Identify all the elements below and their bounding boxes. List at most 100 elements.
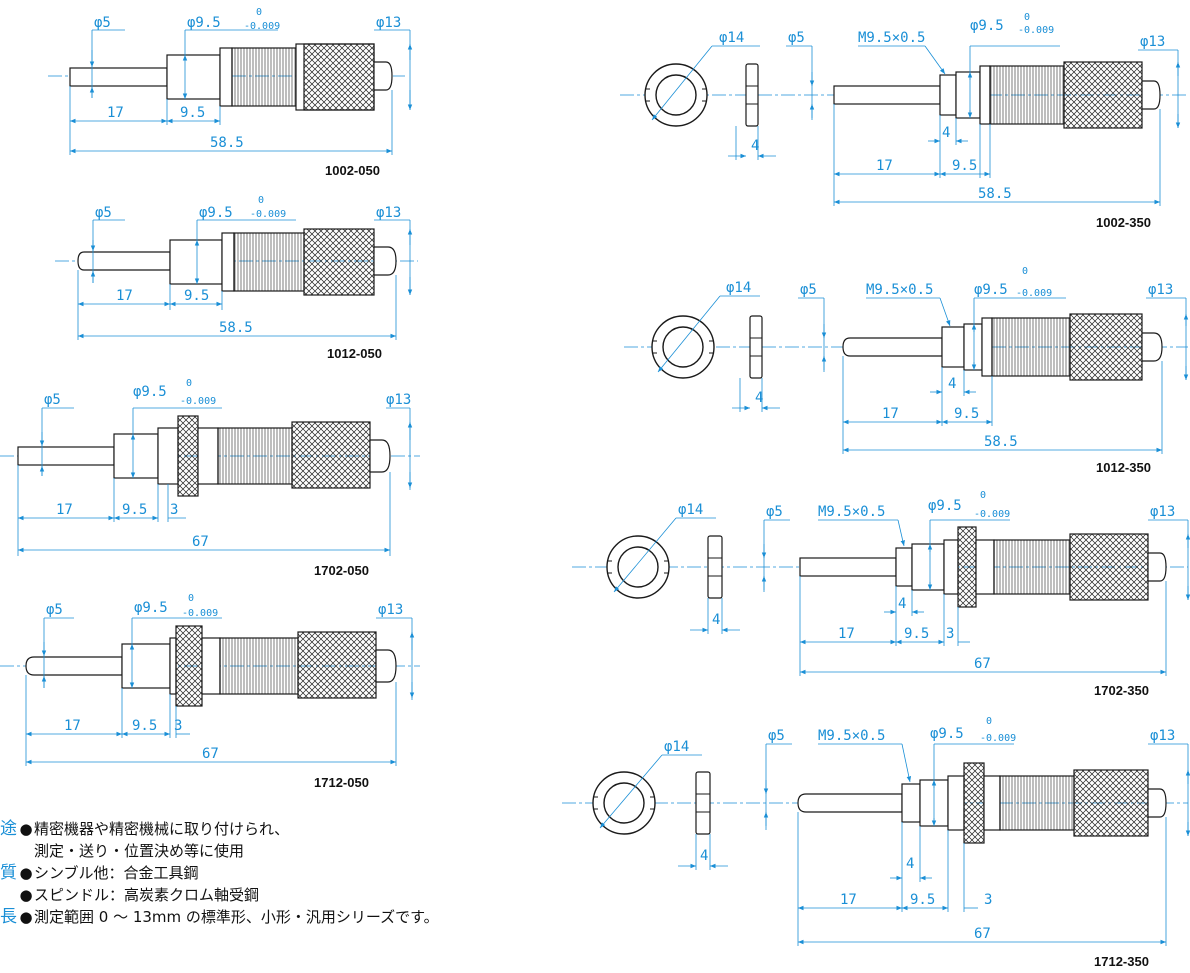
usage-row-2: 測定・送り・位置決め等に使用	[0, 840, 640, 862]
dim-l2: 9.5	[184, 288, 209, 304]
dim-nut-width: 4	[755, 390, 763, 406]
dim-nut-dia: φ14	[719, 30, 744, 46]
tol-upper: 0	[980, 490, 986, 501]
dim-l1: 17	[876, 158, 893, 174]
dim-nut-width: 4	[700, 848, 708, 864]
bullet-icon: ●	[19, 908, 33, 926]
feature-line-1: 測定範囲 0 〜 13mm の標準形、小形・汎用シリーズです。	[34, 908, 439, 926]
bullet-icon: ●	[19, 886, 33, 904]
material-line-2: スピンドル：高炭素クロム軸受鋼	[34, 886, 260, 904]
dim-thimble-dia: φ13	[378, 602, 403, 618]
dim-sleeve-dia: φ9.5	[133, 384, 167, 400]
dim-thimble-dia: φ13	[1150, 728, 1175, 744]
lock-nut-side	[749, 315, 763, 379]
lock-nut-side	[707, 535, 723, 599]
part-label: 1702-050	[314, 563, 369, 578]
dim-thimble-dia: φ13	[1140, 34, 1165, 50]
material-line-1: シンブル他：合金工具鋼	[34, 864, 199, 882]
micrometer-1002-350: φ14 4 φ5 M9.5×0.5 φ9.5 0 -0.009 φ13 4 17…	[620, 12, 1188, 230]
micrometer-1712-350: φ14 4 φ5 M9.5×0.5 φ9.5 0 -0.009 φ13 4 17…	[562, 716, 1190, 969]
dim-l2: 9.5	[122, 502, 147, 518]
dim-spindle-dia: φ5	[788, 30, 805, 46]
dim-l3: 3	[946, 626, 954, 642]
part-label: 1712-350	[1094, 954, 1149, 969]
micrometer-1712-050: φ5 φ9.5 0 -0.009 φ13 17 9.5 3 67 1712-05…	[0, 593, 420, 790]
lock-nut-side	[745, 63, 759, 127]
tol-upper: 0	[186, 378, 192, 389]
tol-upper: 0	[258, 195, 264, 206]
tol-lower: -0.009	[244, 21, 280, 32]
dim-sleeve-dia: φ9.5	[928, 498, 962, 514]
dim-l1: 17	[116, 288, 133, 304]
dim-l1: 17	[838, 626, 855, 642]
lock-nut-side	[695, 771, 711, 835]
spec-notes: 途 ● 精密機器や精密機械に取り付けられ、 測定・送り・位置決め等に使用 質 ●…	[0, 818, 640, 928]
micrometer-1012-050: φ5 φ9.5 0 -0.009 φ13 17 9.5 58.5 1012-05…	[55, 195, 418, 361]
dim-l1: 17	[882, 406, 899, 422]
dim-sleeve-dia: φ9.5	[970, 18, 1004, 34]
dim-thimble-dia: φ13	[376, 205, 401, 221]
dim-total: 67	[974, 926, 991, 942]
dim-l3: 3	[174, 718, 182, 734]
dim-thread: M9.5×0.5	[866, 282, 933, 298]
micrometer-1012-350: φ14 4 φ5 M9.5×0.5 φ9.5 0 -0.009 φ13 4 17…	[624, 266, 1189, 475]
usage-line-2: 測定・送り・位置決め等に使用	[34, 842, 245, 860]
tol-lower: -0.009	[980, 733, 1016, 744]
dim-spindle-dia: φ5	[95, 205, 112, 221]
part-label: 1012-350	[1096, 460, 1151, 475]
dim-nut-dia: φ14	[664, 739, 689, 755]
dim-spindle-dia: φ5	[44, 392, 61, 408]
dim-sleeve-dia: φ9.5	[134, 600, 168, 616]
micrometer-1702-350: φ14 4 φ5 M9.5×0.5 φ9.5 0 -0.009 φ13 4 17…	[572, 490, 1190, 698]
material-row-2: ● スピンドル：高炭素クロム軸受鋼	[0, 884, 640, 906]
tol-upper: 0	[1022, 266, 1028, 277]
dim-thimble-dia: φ13	[1150, 504, 1175, 520]
bullet-icon: ●	[19, 864, 33, 882]
dim-l2: 9.5	[132, 718, 157, 734]
dim-spindle-dia: φ5	[46, 602, 63, 618]
dim-l2: 9.5	[180, 105, 205, 121]
tol-lower: -0.009	[974, 509, 1010, 520]
feature-tag: 長	[0, 907, 17, 927]
dim-total: 58.5	[984, 434, 1018, 450]
dim-total: 67	[974, 656, 991, 672]
dim-spindle-dia: φ5	[768, 728, 785, 744]
dim-nut-dia: φ14	[678, 502, 703, 518]
dim-l1: 17	[107, 105, 124, 121]
dim-sleeve-dia: φ9.5	[187, 15, 221, 31]
part-label: 1702-350	[1094, 683, 1149, 698]
tol-upper: 0	[188, 593, 194, 604]
dim-nut-dia: φ14	[726, 280, 751, 296]
dim-thread: M9.5×0.5	[818, 728, 885, 744]
tol-lower: -0.009	[1016, 288, 1052, 299]
micrometer-1702-050: φ5 φ9.5 0 -0.009 φ13 17 9.5 3 67 1702-05…	[0, 378, 420, 578]
dim-total: 58.5	[978, 186, 1012, 202]
material-tag: 質	[0, 863, 17, 883]
dim-l2: 9.5	[954, 406, 979, 422]
tol-lower: -0.009	[250, 209, 286, 220]
tol-lower: -0.009	[182, 608, 218, 619]
dim-thimble-dia: φ13	[1148, 282, 1173, 298]
tol-lower: -0.009	[180, 396, 216, 407]
dim-sleeve-dia: φ9.5	[199, 205, 233, 221]
part-label: 1002-350	[1096, 215, 1151, 230]
material-row: 質 ● シンブル他：合金工具鋼	[0, 862, 640, 884]
dim-l2: 9.5	[904, 626, 929, 642]
usage-tag: 途	[0, 819, 17, 839]
dim-sleeve-dia: φ9.5	[974, 282, 1008, 298]
dim-thread: M9.5×0.5	[858, 30, 925, 46]
dim-total: 58.5	[210, 135, 244, 151]
usage-line-1: 精密機器や精密機械に取り付けられ、	[34, 820, 290, 838]
tol-upper: 0	[256, 7, 262, 18]
dim-thread: M9.5×0.5	[818, 504, 885, 520]
dim-thread-length: 4	[942, 125, 950, 141]
dim-l1: 17	[64, 718, 81, 734]
micrometer-1002-050: φ5 φ9.5 0 -0.009 φ13 17 9.5 58.5 1002-05…	[48, 7, 413, 178]
dim-l3: 3	[170, 502, 178, 518]
dim-total: 67	[192, 534, 209, 550]
dim-spindle-dia: φ5	[800, 282, 817, 298]
dim-nut-width: 4	[712, 612, 720, 628]
dim-sleeve-dia: φ9.5	[930, 726, 964, 742]
part-label: 1002-050	[325, 163, 380, 178]
feature-row: 長 ● 測定範囲 0 〜 13mm の標準形、小形・汎用シリーズです。	[0, 906, 640, 928]
